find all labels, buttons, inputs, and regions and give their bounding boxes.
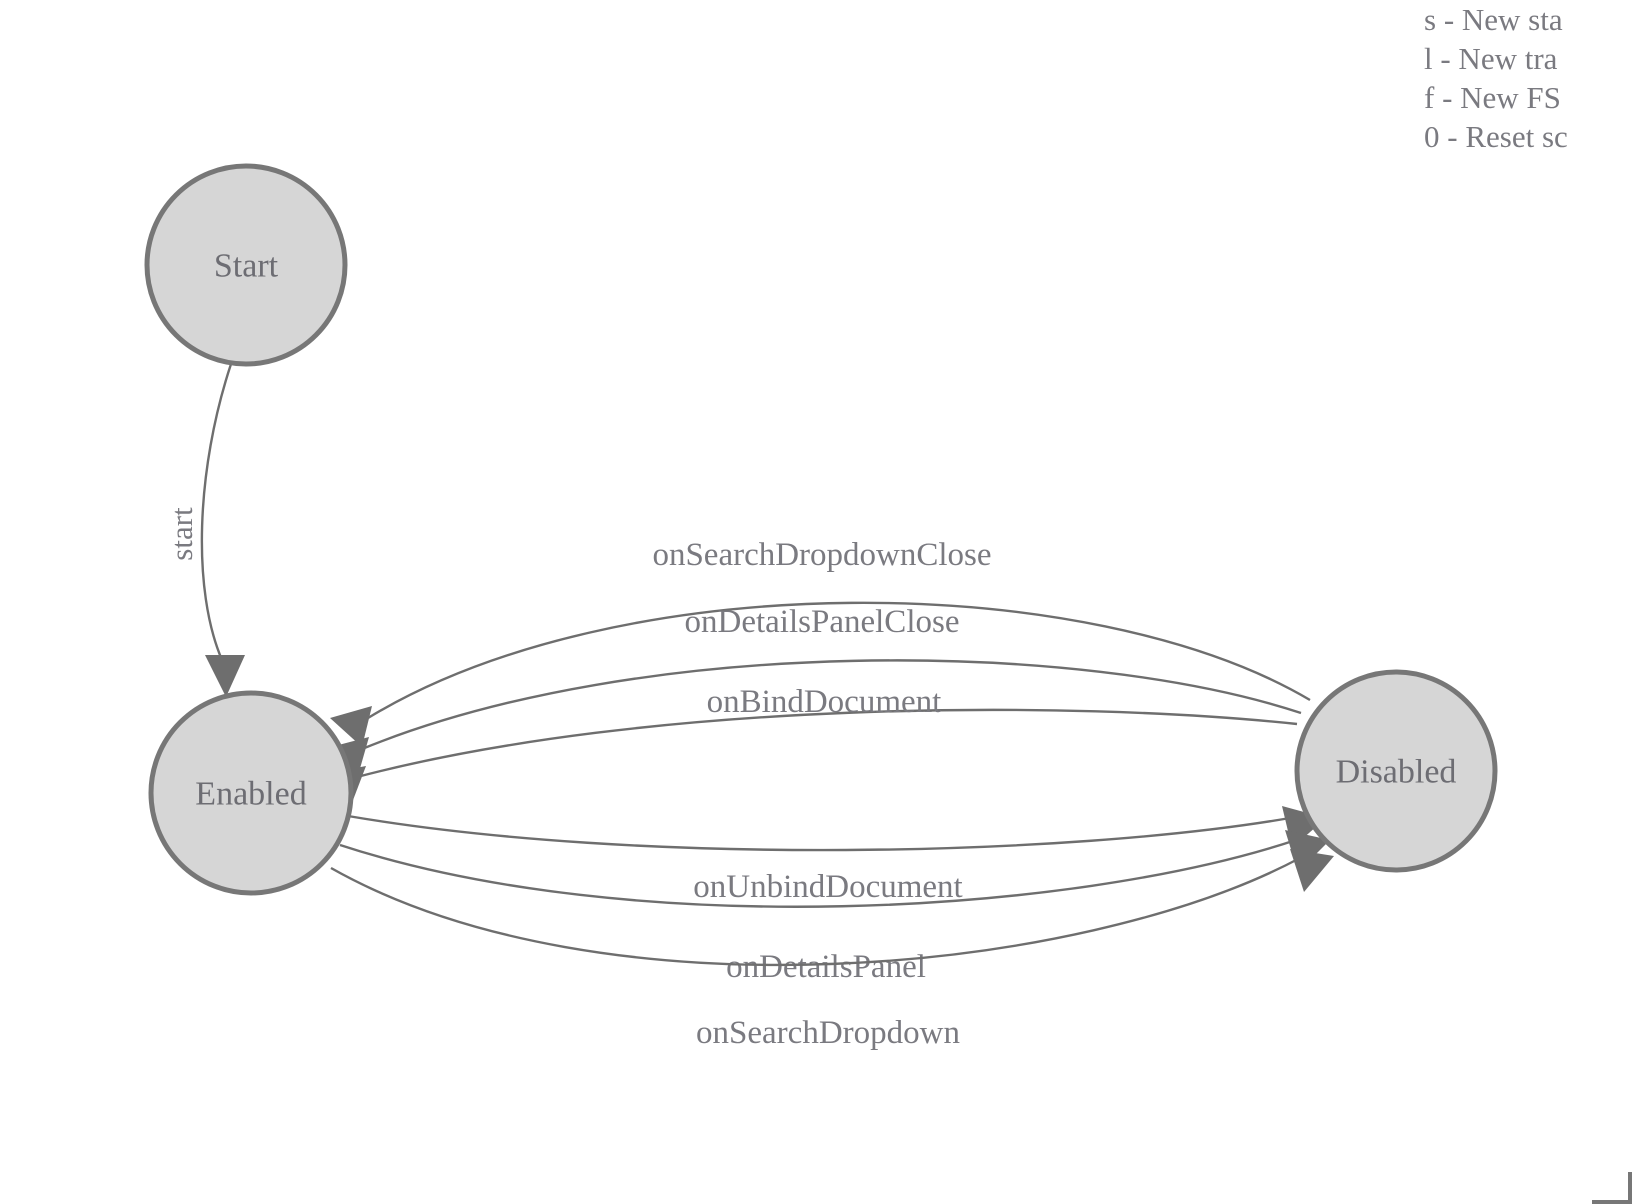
edge-path: [200, 363, 233, 661]
state-circle: [144, 163, 348, 367]
help-line-new-transition: l - New tra: [1424, 41, 1558, 76]
edge-path: [330, 856, 1301, 967]
transition-label: onSearchDropdownClose: [652, 537, 991, 573]
transition-label: start: [164, 507, 199, 561]
edge-path: [361, 659, 1302, 751]
transition-onUnbindDocument[interactable]: onUnbindDocument: [347, 806, 1326, 905]
transition-onSearchDropdownClose[interactable]: onSearchDropdownClose: [330, 537, 1311, 747]
transition-onBindDocument[interactable]: onBindDocument: [324, 684, 1298, 808]
transition-label: onUnbindDocument: [693, 869, 962, 905]
state-circle: [148, 690, 354, 896]
state-label: Disabled: [1336, 754, 1457, 791]
arrowhead-icon: [1290, 849, 1334, 892]
state-node-enabled[interactable]: Enabled: [148, 690, 354, 896]
state-node-start[interactable]: Start: [144, 163, 348, 367]
transition-start[interactable]: start: [164, 363, 245, 697]
state-label: Start: [214, 248, 279, 285]
help-line-reset: 0 - Reset sc: [1424, 119, 1568, 154]
state-circle: [1294, 669, 1498, 873]
edge-path: [347, 814, 1291, 852]
transition-onSearchDropdown[interactable]: onSearchDropdown: [330, 849, 1334, 1051]
arrowhead-icon: [205, 655, 245, 697]
transition-label: onBindDocument: [707, 684, 942, 720]
help-legend: s - New sta l - New tra f - New FS 0 - R…: [1424, 0, 1632, 156]
transition-label: onDetailsPanelClose: [685, 604, 960, 640]
edge-path: [339, 838, 1297, 908]
help-line-new-state: s - New sta: [1424, 2, 1563, 37]
state-label: Enabled: [195, 776, 306, 813]
transition-onDetailsPanelClose[interactable]: onDetailsPanelClose: [327, 604, 1302, 779]
help-line-new-fsm: f - New FS: [1424, 80, 1561, 115]
edge-path: [356, 708, 1298, 779]
arrowhead-icon: [330, 706, 372, 747]
transition-label: onSearchDropdown: [696, 1015, 960, 1051]
transition-label: onDetailsPanel: [726, 949, 926, 985]
edge-path: [367, 601, 1311, 720]
canvas-corner-marker: [1592, 1172, 1632, 1204]
state-node-disabled[interactable]: Disabled: [1294, 669, 1498, 873]
